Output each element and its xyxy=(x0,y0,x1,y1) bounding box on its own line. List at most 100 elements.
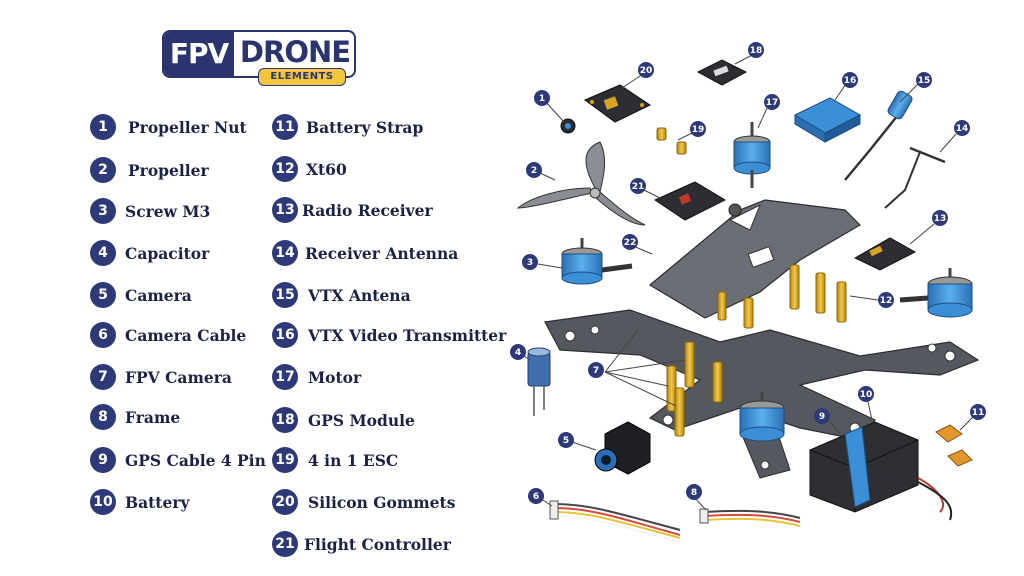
legend-item: 9 GPS Cable 4 Pin xyxy=(90,446,266,474)
legend-number: 19 xyxy=(272,447,298,473)
legend-number: 12 xyxy=(272,156,298,182)
callout: 12 xyxy=(878,292,894,308)
legend-number: 17 xyxy=(272,364,298,390)
legend-item: 21 Flight Controller xyxy=(272,530,451,558)
receiver-antenna-icon xyxy=(884,146,946,209)
legend-label: Silicon Gommets xyxy=(308,492,456,512)
esc-board-icon xyxy=(583,84,652,123)
legend-item: 4 Capacitor xyxy=(90,239,209,267)
svg-text:18: 18 xyxy=(750,46,763,56)
vtx-antenna-icon xyxy=(844,90,913,181)
svg-text:14: 14 xyxy=(956,124,969,134)
callout: 6 xyxy=(528,488,544,504)
svg-text:16: 16 xyxy=(844,76,857,86)
svg-text:8: 8 xyxy=(691,488,697,498)
callout: 21 xyxy=(630,178,646,194)
logo-fpv-text: FPV xyxy=(164,32,234,76)
legend-label: Propeller xyxy=(128,160,209,180)
legend-number: 13 xyxy=(272,197,298,223)
svg-text:21: 21 xyxy=(632,182,645,192)
svg-text:3: 3 xyxy=(527,258,533,268)
legend-number: 18 xyxy=(272,407,298,433)
camera-icon xyxy=(594,421,651,475)
svg-text:17: 17 xyxy=(766,98,779,108)
callout: 7 xyxy=(588,362,604,378)
callout: 1 xyxy=(534,90,550,106)
legend-label: FPV Camera xyxy=(125,367,232,387)
vtx-transmitter-icon xyxy=(793,97,862,143)
callout: 20 xyxy=(638,62,654,78)
legend-number: 8 xyxy=(90,404,116,430)
legend-label: Motor xyxy=(308,367,362,387)
legend-label: Receiver Antenna xyxy=(305,243,459,263)
legend-item: 18 GPS Module xyxy=(272,406,415,434)
legend-label: Battery xyxy=(125,492,190,512)
callout: 17 xyxy=(764,94,780,110)
svg-text:13: 13 xyxy=(934,214,947,224)
logo: FPV DRONE ELEMENTS xyxy=(162,30,356,86)
propeller-nut-icon xyxy=(560,118,576,134)
svg-text:5: 5 xyxy=(563,436,569,446)
logo-drone-text: DRONE xyxy=(239,35,351,69)
propeller-icon xyxy=(516,141,646,226)
legend-label: 4 in 1 ESC xyxy=(308,450,399,470)
logo-frame: FPV DRONE xyxy=(162,30,356,78)
motor-icon xyxy=(733,122,771,188)
svg-text:9: 9 xyxy=(819,412,825,422)
legend-label: Propeller Nut xyxy=(128,117,247,137)
legend-label: Camera Cable xyxy=(125,325,247,345)
motor-icon xyxy=(739,392,785,442)
callout: 11 xyxy=(970,404,986,420)
svg-text:22: 22 xyxy=(624,238,637,248)
silicon-grommets-icon xyxy=(656,127,687,155)
callout: 8 xyxy=(686,484,702,500)
callout: 5 xyxy=(558,432,574,448)
legend-label: Flight Controller xyxy=(304,534,451,554)
legend-item: 1 Propeller Nut xyxy=(90,113,247,141)
motor-icon xyxy=(899,268,973,318)
callout: 13 xyxy=(932,210,948,226)
legend-label: GPS Cable 4 Pin xyxy=(125,450,266,470)
radio-receiver-icon xyxy=(853,237,917,271)
svg-text:6: 6 xyxy=(533,492,539,502)
legend-item: 7 FPV Camera xyxy=(90,363,232,391)
svg-text:4: 4 xyxy=(515,348,521,358)
legend-number: 9 xyxy=(90,447,116,473)
camera-cable-icon xyxy=(549,500,681,543)
legend-number: 16 xyxy=(272,322,298,348)
legend-label: Capacitor xyxy=(125,243,210,263)
callout: 16 xyxy=(842,72,858,88)
callout: 22 xyxy=(622,234,638,250)
flight-controller-icon xyxy=(653,181,727,221)
legend-number: 3 xyxy=(90,198,116,224)
legend-number: 11 xyxy=(272,114,298,140)
callout: 3 xyxy=(522,254,538,270)
svg-text:20: 20 xyxy=(640,66,653,76)
legend-number: 4 xyxy=(90,240,116,266)
callout: 19 xyxy=(690,121,706,137)
svg-text:11: 11 xyxy=(972,408,985,418)
svg-text:7: 7 xyxy=(593,366,599,376)
legend-number: 20 xyxy=(272,489,298,515)
legend-number: 1 xyxy=(90,114,116,140)
logo-elements-badge: ELEMENTS xyxy=(258,68,346,86)
callout: 9 xyxy=(814,408,830,424)
legend-label: GPS Module xyxy=(308,410,415,430)
svg-text:2: 2 xyxy=(531,166,537,176)
battery-icon xyxy=(809,421,919,513)
callout: 15 xyxy=(916,72,932,88)
legend-number: 14 xyxy=(272,240,298,266)
callout: 2 xyxy=(526,162,542,178)
legend-number: 5 xyxy=(90,282,116,308)
legend-item: 17 Motor xyxy=(272,363,361,391)
callout: 18 xyxy=(748,42,764,58)
legend-item: 14 Receiver Antenna xyxy=(272,239,458,267)
legend-number: 21 xyxy=(272,531,298,557)
legend-number: 7 xyxy=(90,364,116,390)
